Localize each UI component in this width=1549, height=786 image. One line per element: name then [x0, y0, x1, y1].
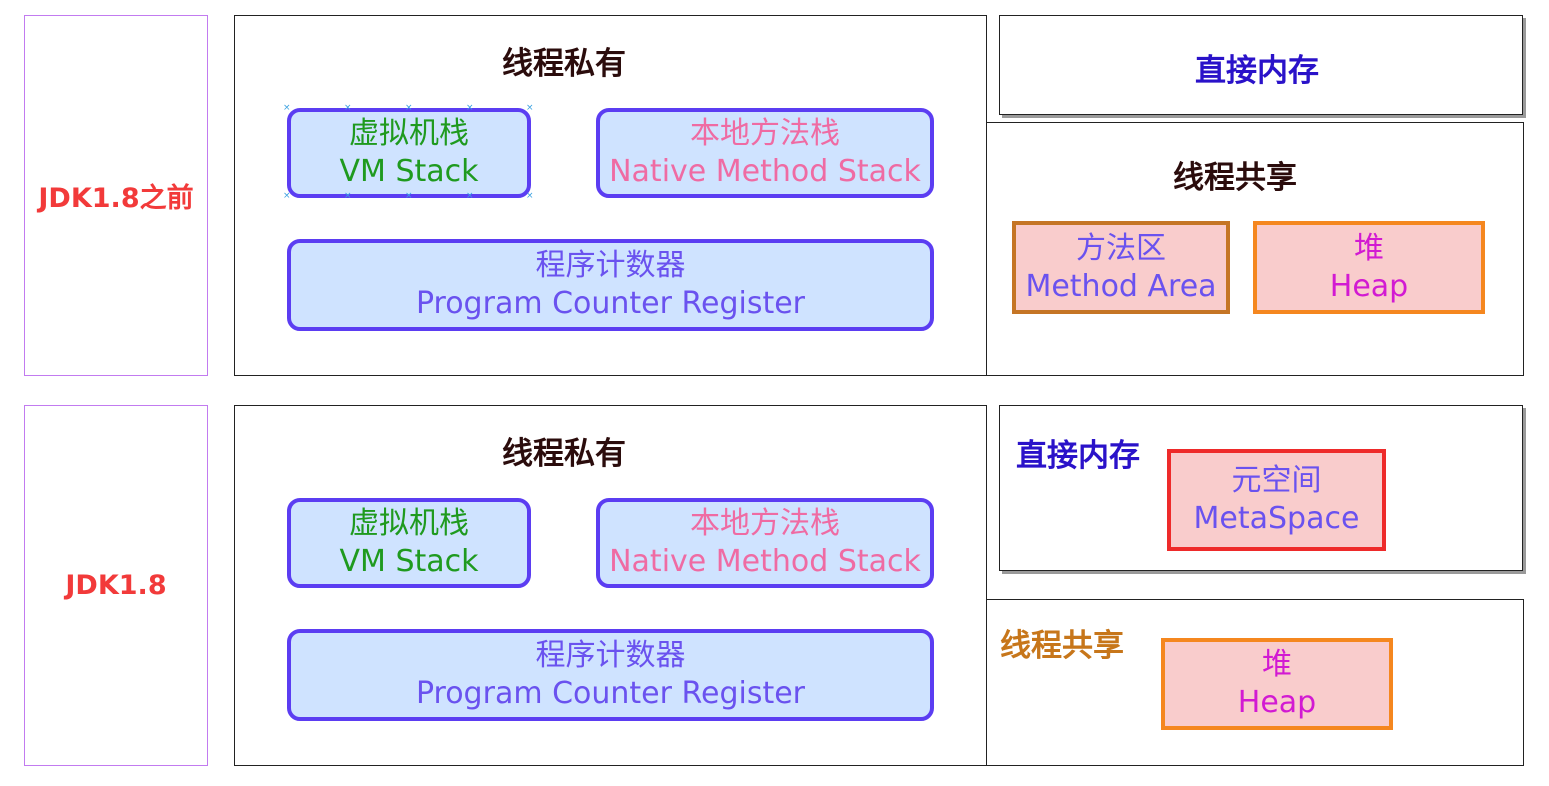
after-vm-stack-en: VM Stack — [339, 544, 479, 579]
before-method-area-en: Method Area — [1025, 268, 1217, 304]
selection-handle: × — [283, 103, 291, 113]
after-pc-register-en: Program Counter Register — [415, 676, 806, 711]
after-metaspace-en: MetaSpace — [1193, 501, 1360, 536]
after-thread-private-title: 线程私有 — [502, 436, 626, 472]
before-method-area-cn: 方法区 — [1076, 230, 1166, 266]
before-vm-stack-box: 虚拟机栈 VM Stack — [287, 108, 531, 198]
before-pc-register-en: Program Counter Register — [415, 286, 806, 321]
before-vm-stack-cn: 虚拟机栈 — [349, 116, 469, 151]
selection-handle: × — [405, 103, 413, 113]
before-direct-memory-panel — [999, 15, 1523, 115]
before-heap-cn: 堆 — [1354, 230, 1384, 266]
after-pc-register-cn: 程序计数器 — [535, 638, 686, 673]
selection-handle: × — [283, 191, 291, 201]
before-thread-private-title: 线程私有 — [502, 46, 626, 82]
before-pc-register-box: 程序计数器 Program Counter Register — [287, 239, 934, 331]
selection-handle: × — [466, 191, 474, 201]
after-heap-cn: 堆 — [1262, 647, 1292, 682]
before-thread-shared-title: 线程共享 — [1173, 160, 1297, 196]
before-direct-memory-title: 直接内存 — [1195, 53, 1319, 89]
selection-handle: × — [526, 191, 534, 201]
after-metaspace-cn: 元空间 — [1231, 463, 1322, 498]
selection-handle: × — [344, 191, 352, 201]
after-thread-shared-title: 线程共享 — [1000, 628, 1124, 664]
jdk-before-label-panel: JDK1.8之前 — [24, 15, 208, 376]
before-native-stack-cn: 本地方法栈 — [690, 116, 840, 151]
before-heap-en: Heap — [1329, 268, 1409, 304]
after-metaspace-box: 元空间 MetaSpace — [1167, 449, 1386, 551]
after-heap-en: Heap — [1237, 685, 1317, 720]
after-vm-stack-box: 虚拟机栈 VM Stack — [287, 498, 531, 588]
after-vm-stack-cn: 虚拟机栈 — [349, 506, 469, 541]
before-native-stack-box: 本地方法栈 Native Method Stack — [596, 108, 934, 198]
after-pc-register-box: 程序计数器 Program Counter Register — [287, 629, 934, 721]
before-native-stack-en: Native Method Stack — [609, 154, 921, 189]
selection-handle: × — [405, 191, 413, 201]
jdk-before-label: JDK1.8之前 — [38, 183, 194, 214]
before-pc-register-cn: 程序计数器 — [535, 248, 686, 283]
after-native-stack-en: Native Method Stack — [609, 544, 921, 579]
jdk-after-label-panel: JDK1.8 — [24, 405, 208, 766]
before-heap-box: 堆 Heap — [1253, 221, 1485, 314]
selection-handle: × — [344, 103, 352, 113]
before-vm-stack-en: VM Stack — [339, 154, 479, 189]
after-native-stack-box: 本地方法栈 Native Method Stack — [596, 498, 934, 588]
jdk-after-label: JDK1.8 — [65, 570, 167, 601]
after-native-stack-cn: 本地方法栈 — [690, 506, 840, 541]
selection-handle: × — [526, 103, 534, 113]
selection-handle: × — [466, 103, 474, 113]
after-direct-memory-title: 直接内存 — [1016, 438, 1140, 474]
before-method-area-box: 方法区 Method Area — [1012, 221, 1230, 314]
after-heap-box: 堆 Heap — [1161, 638, 1393, 730]
